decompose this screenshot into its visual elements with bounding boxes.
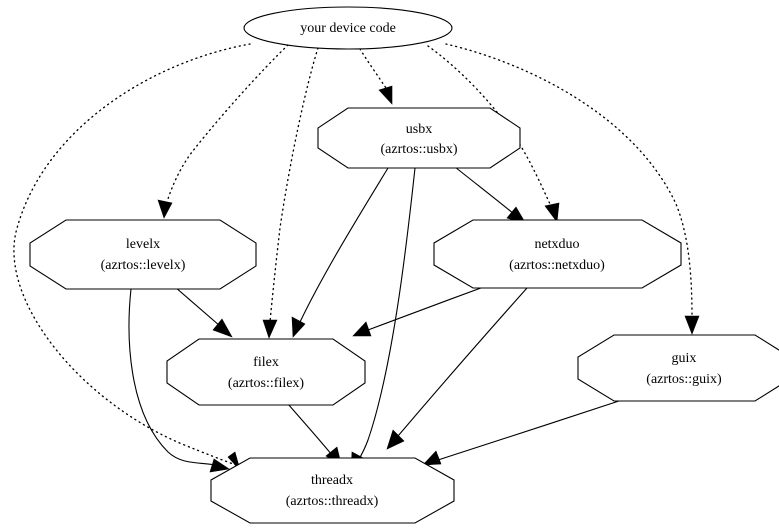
node-levelx-label-package: (azrtos::levelx) <box>101 258 186 273</box>
node-guix-label-package: (azrtos::guix) <box>646 372 722 387</box>
node-usbx-shape[interactable] <box>317 107 521 169</box>
node-netxduo[interactable]: netxduo (azrtos::netxduo) <box>433 219 682 289</box>
edge-netxduo-filex <box>352 284 490 337</box>
node-netxduo-label-name: netxduo <box>534 237 579 252</box>
node-filex-label-package: (azrtos::filex) <box>228 376 305 391</box>
node-usbx-label-package: (azrtos::usbx) <box>381 142 458 157</box>
node-guix-label-name: guix <box>672 351 697 366</box>
edge-levelx-threadx <box>128 288 230 473</box>
node-device-code-label: your device code <box>300 21 396 36</box>
node-threadx[interactable]: threadx (azrtos::threadx) <box>210 457 455 524</box>
edge-usbx-filex <box>291 167 389 338</box>
edge-usbx-netxduo <box>454 166 527 225</box>
node-filex[interactable]: filex (azrtos::filex) <box>166 338 366 406</box>
edge-device-netxduo <box>427 45 560 223</box>
edge-device-filex <box>262 47 319 339</box>
node-netxduo-shape[interactable] <box>433 219 682 289</box>
edge-guix-threadx <box>422 398 626 466</box>
node-levelx[interactable]: levelx (azrtos::levelx) <box>29 219 257 290</box>
node-filex-label-name: filex <box>253 355 279 370</box>
edge-netxduo-threadx <box>386 287 528 450</box>
node-usbx-label-name: usbx <box>406 122 432 137</box>
node-device-code[interactable]: your device code <box>243 6 453 50</box>
node-threadx-label-package: (azrtos::threadx) <box>286 494 379 509</box>
node-levelx-label-name: levelx <box>126 237 160 252</box>
node-filex-shape[interactable] <box>166 338 366 406</box>
node-device-code-shape[interactable] <box>243 6 453 50</box>
node-levelx-shape[interactable] <box>29 219 257 290</box>
edge-device-guix <box>445 43 700 335</box>
node-usbx[interactable]: usbx (azrtos::usbx) <box>317 107 521 169</box>
node-threadx-shape[interactable] <box>210 457 455 524</box>
node-guix[interactable]: guix (azrtos::guix) <box>577 334 779 402</box>
node-threadx-label-name: threadx <box>311 473 353 488</box>
node-netxduo-label-package: (azrtos::netxduo) <box>509 258 605 273</box>
edge-device-usbx <box>359 48 393 105</box>
node-guix-shape[interactable] <box>577 334 779 402</box>
edge-device-levelx <box>157 44 289 219</box>
node-group: your device code usbx (azrtos::usbx) lev… <box>29 6 779 524</box>
edge-levelx-filex <box>174 286 233 338</box>
